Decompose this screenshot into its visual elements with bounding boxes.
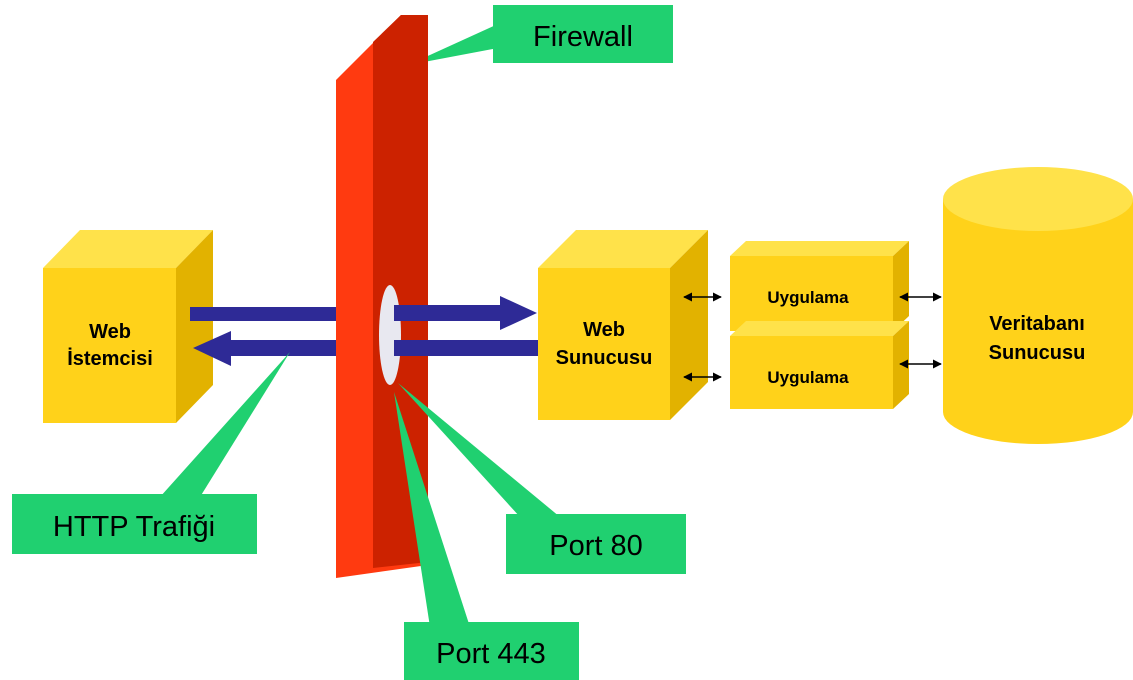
app1-top xyxy=(730,241,909,256)
web-server-top xyxy=(538,230,708,268)
app2-label: Uygulama xyxy=(767,368,849,387)
connectors xyxy=(683,292,942,382)
application-box-2: Uygulama xyxy=(730,321,909,409)
http-callout-pointer xyxy=(160,352,290,497)
inbound-arrow-head xyxy=(193,331,231,366)
http-traffic-callout: HTTP Trafiği xyxy=(12,352,290,554)
application-box-1: Uygulama xyxy=(730,241,909,331)
web-client-label-line1: Web xyxy=(89,321,131,343)
app1-front xyxy=(730,256,893,331)
web-server-label-line1: Web xyxy=(583,319,625,341)
web-server-box: Web Sunucusu xyxy=(538,230,708,420)
return-arrow-bar xyxy=(394,340,538,356)
firewall-label: Firewall xyxy=(533,21,633,53)
web-client-side xyxy=(176,230,213,423)
web-client-box: Web İstemcisi xyxy=(43,230,213,423)
port80-callout-pointer xyxy=(398,383,560,517)
app1-side xyxy=(893,241,909,331)
outbound-arrow-head xyxy=(500,296,537,330)
web-client-label-line2: İstemcisi xyxy=(67,347,153,370)
firewall-front-face xyxy=(373,15,428,568)
port443-callout-box xyxy=(404,622,579,680)
server-traffic-arrows xyxy=(394,296,538,356)
web-client-top xyxy=(43,230,213,268)
port80-callout: Port 80 xyxy=(398,383,686,574)
port80-label: Port 80 xyxy=(549,530,643,562)
port443-label: Port 443 xyxy=(436,638,546,670)
app2-top xyxy=(730,321,909,336)
outbound-arrow-bar xyxy=(190,307,338,321)
port443-callout-pointer xyxy=(394,392,470,627)
client-traffic-arrows xyxy=(190,307,338,366)
app1-label: Uygulama xyxy=(767,288,849,307)
web-server-label-line2: Sunucusu xyxy=(556,347,653,369)
inbound-arrow-shaft xyxy=(228,340,338,356)
firewall-callout: Firewall xyxy=(408,5,673,65)
database-label-line1: Veritabanı xyxy=(989,313,1085,335)
http-callout-box xyxy=(12,494,257,554)
web-client-front xyxy=(43,268,176,423)
app2-side xyxy=(893,321,909,409)
web-server-front xyxy=(538,268,670,420)
port-hole xyxy=(379,285,401,385)
database-body xyxy=(943,199,1133,444)
http-traffic-label: HTTP Trafiği xyxy=(53,511,215,543)
outbound-arrow-shaft xyxy=(394,305,502,321)
database-label-line2: Sunucusu xyxy=(989,342,1086,364)
port443-callout: Port 443 xyxy=(394,392,579,680)
app2-front xyxy=(730,336,893,409)
port80-callout-box xyxy=(506,514,686,574)
firewall-callout-pointer xyxy=(408,24,498,65)
database-top xyxy=(943,167,1133,231)
firewall-callout-box xyxy=(493,5,673,63)
database-cylinder: Veritabanı Sunucusu xyxy=(943,167,1133,444)
